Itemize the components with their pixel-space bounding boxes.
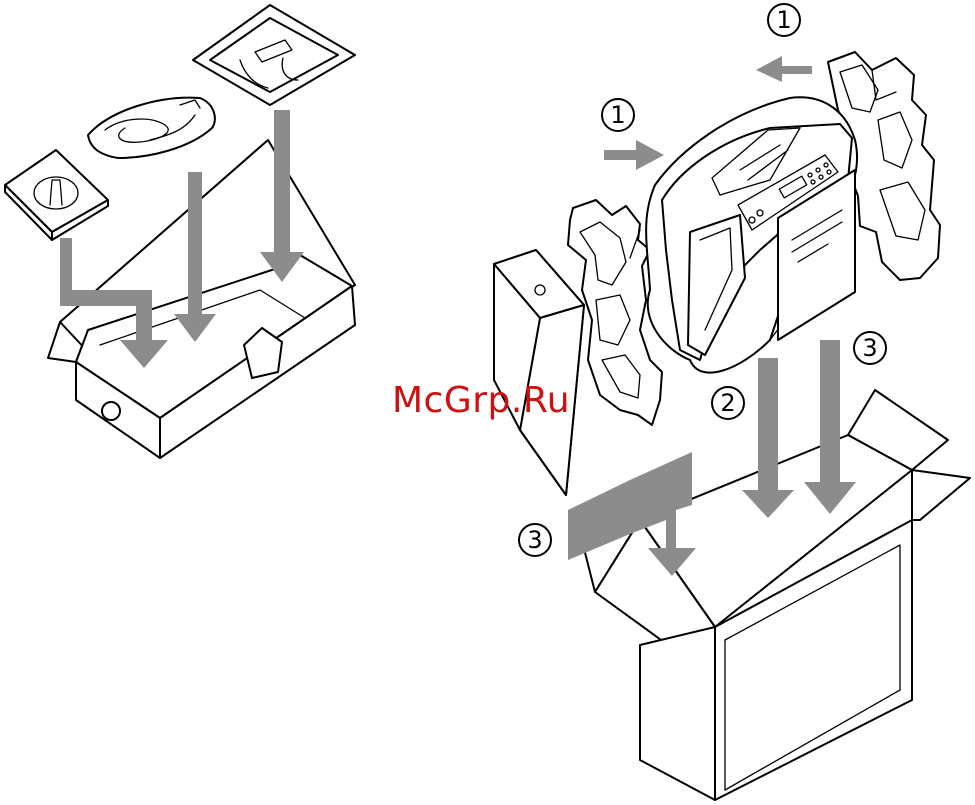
step-label-bottom: 3 [519, 524, 551, 556]
svg-text:3: 3 [527, 526, 542, 554]
cable-bag [88, 98, 215, 158]
step-label-top: 1 [768, 4, 800, 36]
svg-text:1: 1 [776, 6, 791, 34]
svg-text:3: 3 [862, 334, 877, 362]
watermark: McGrp.Ru [392, 380, 570, 421]
foam-end-block [494, 250, 584, 495]
svg-text:1: 1 [610, 101, 625, 129]
svg-text:2: 2 [720, 389, 735, 417]
cd-sleeve [5, 150, 108, 240]
step-label-left: 1 [602, 99, 634, 131]
arrow-manual-down [804, 340, 856, 514]
step-label-mid: 2 [712, 387, 744, 419]
arrow-foam-left-in [604, 140, 664, 170]
step-label-right: 3 [854, 332, 886, 364]
arrow-machine-down [742, 358, 794, 518]
arrow-foam-right-in [756, 56, 812, 82]
document-envelope [193, 5, 355, 105]
